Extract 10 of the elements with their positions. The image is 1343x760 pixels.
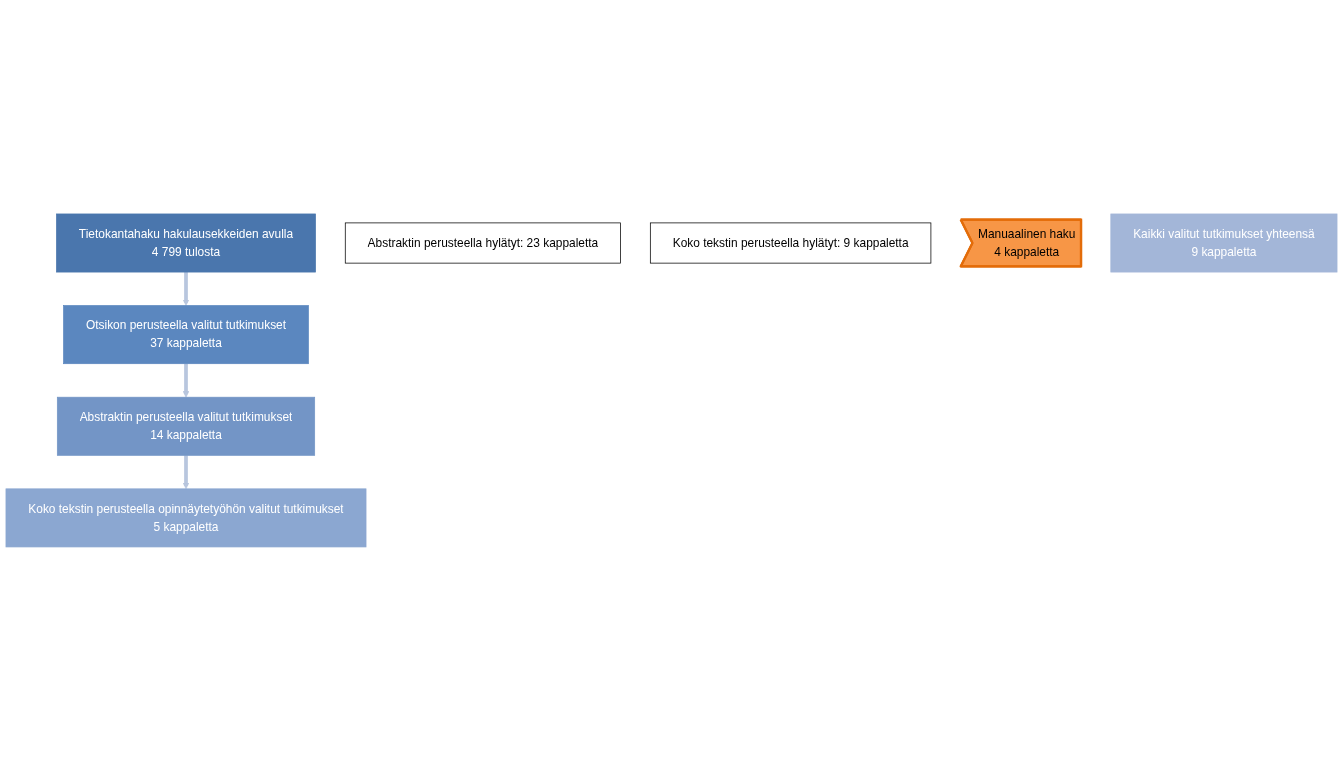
node-box: Kaikki valitut tutkimukset yhteensä 9 kappaletta — [1110, 213, 1338, 272]
node-box: Koko tekstin perusteella opinnäytetyöhön valitut tutkimukset 5 kappaletta — [5, 488, 367, 547]
arrow — [182, 271, 190, 306]
node-box: Abstraktin perusteella hylätyt: 23 kappaletta — [344, 222, 621, 264]
arrow — [182, 363, 190, 398]
arrow — [182, 454, 190, 489]
node-box: Tietokantahaku hakulausekkeiden avulla 4 799 tulosta — [56, 213, 316, 272]
node-box: Koko tekstin perusteella hylätyt: 9 kappaletta — [649, 222, 932, 264]
node-box: Abstraktin perusteella valitut tutkimukset 14 kappaletta — [56, 396, 316, 456]
node-box: Otsikon perusteella valitut tutkimukset 37 kappaletta — [63, 304, 309, 364]
